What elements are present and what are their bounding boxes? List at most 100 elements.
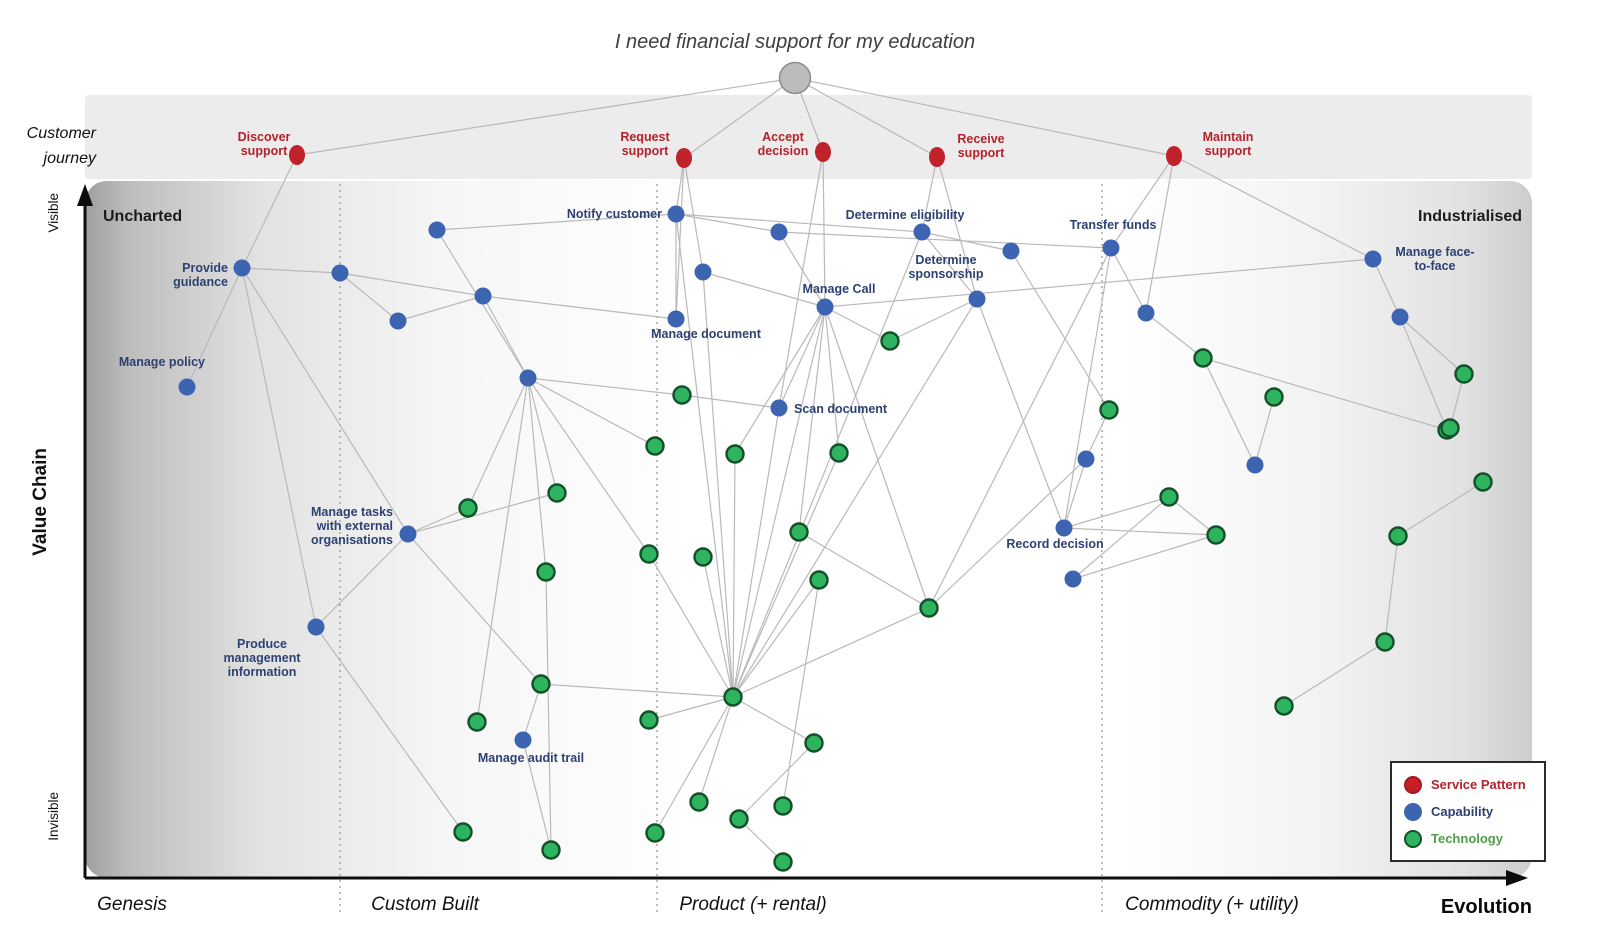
edge-manage-call--tech-25 bbox=[824, 306, 930, 609]
edge-cap-9--tech-14 bbox=[476, 377, 529, 723]
evolution-label: Evolution bbox=[1440, 896, 1532, 918]
node-receive-support bbox=[929, 147, 945, 167]
edge-user-need--maintain-support bbox=[794, 77, 1175, 157]
node-determine-eligibility bbox=[913, 223, 931, 241]
edge-cap-5--tech-18 bbox=[702, 271, 734, 698]
edge-accept-decision--manage-call bbox=[822, 151, 826, 308]
edge-determine-eligibility--tech-18 bbox=[732, 231, 923, 698]
node-tech-23 bbox=[645, 823, 665, 843]
label-transfer-funds: Transfer funds bbox=[1070, 218, 1157, 232]
edge-request-support--manage-document bbox=[675, 157, 685, 320]
edge-receive-support--determine-eligibility bbox=[921, 156, 938, 233]
edge-determine-sponsorship--tech-18 bbox=[732, 298, 978, 698]
node-tech-21 bbox=[729, 809, 749, 829]
edges-layer bbox=[186, 77, 1484, 863]
node-tech-29 bbox=[1159, 487, 1179, 507]
node-manage-face-to-face bbox=[1364, 250, 1382, 268]
edge-cap-7--tech-26 bbox=[1010, 250, 1110, 411]
edge-user-need--receive-support bbox=[794, 77, 938, 158]
edge-notify-customer--determine-eligibility bbox=[675, 213, 923, 233]
node-tech-16 bbox=[541, 840, 561, 860]
label-notify-customer: Notify customer bbox=[567, 207, 662, 221]
edge-receive-support--determine-sponsorship bbox=[936, 156, 978, 300]
edge-tech-18--tech-4 bbox=[732, 453, 736, 698]
node-user-need bbox=[778, 61, 812, 95]
node-tech-26 bbox=[1099, 400, 1119, 420]
edge-tech-29--tech-30 bbox=[1168, 496, 1217, 536]
node-manage-call bbox=[816, 298, 834, 316]
node-tech-14 bbox=[467, 712, 487, 732]
edge-provide-guidance--cap-1 bbox=[241, 267, 341, 274]
stage-label-custom-built: Custom Built bbox=[371, 894, 479, 915]
node-manage-tasks-external bbox=[399, 525, 417, 543]
edge-cap-11--tech-27 bbox=[1202, 357, 1256, 466]
node-tech-10 bbox=[547, 483, 567, 503]
legend-row-0: Service Pattern bbox=[1404, 771, 1544, 798]
value-chain-axis-arrow bbox=[77, 184, 93, 206]
node-tech-11 bbox=[458, 498, 478, 518]
edge-record-decision--cap-10 bbox=[1063, 458, 1087, 529]
label-manage-face-to-face: Manage face-to-face bbox=[1395, 245, 1474, 273]
edge-tech-19--tech-21 bbox=[738, 742, 815, 820]
node-tech-7 bbox=[639, 544, 659, 564]
node-cap-11 bbox=[1246, 456, 1264, 474]
edge-manage-call--manage-face-to-face bbox=[824, 258, 1374, 308]
edge-cap-8--tech-27 bbox=[1145, 312, 1204, 359]
label-record-decision: Record decision bbox=[1006, 537, 1103, 551]
edge-tech-18--tech-23 bbox=[654, 696, 734, 834]
edge-transfer-funds--tech-25 bbox=[928, 247, 1112, 609]
edge-manage-face-to-face--cap-13 bbox=[1372, 258, 1401, 318]
node-record-decision bbox=[1055, 519, 1073, 537]
label-manage-audit-trail: Manage audit trail bbox=[478, 751, 584, 765]
node-notify-customer bbox=[667, 205, 685, 223]
edge-tech-18--tech-9 bbox=[732, 579, 820, 698]
node-tech-30 bbox=[1206, 525, 1226, 545]
node-tech-36 bbox=[1440, 418, 1460, 438]
node-tech-5 bbox=[829, 443, 849, 463]
edge-produce-management-information--tech-15 bbox=[315, 626, 464, 833]
node-tech-34 bbox=[1274, 696, 1294, 716]
node-tech-22 bbox=[773, 796, 793, 816]
label-determine-eligibility: Determine eligibility bbox=[846, 208, 965, 222]
node-tech-4 bbox=[725, 444, 745, 464]
node-cap-7 bbox=[1002, 242, 1020, 260]
node-cap-13 bbox=[1391, 308, 1409, 326]
evolution-axis-arrow bbox=[1506, 870, 1528, 886]
edge-cap-9--tech-2 bbox=[527, 377, 683, 396]
node-manage-audit-trail bbox=[514, 731, 532, 749]
edge-tech-18--tech-19 bbox=[732, 696, 815, 744]
edge-cap-6--cap-9 bbox=[482, 295, 529, 379]
edge-cap-13--tech-32 bbox=[1399, 316, 1448, 431]
stage-label-genesis: Genesis bbox=[97, 894, 167, 915]
legend-row-1: Capability bbox=[1404, 798, 1544, 825]
edge-notify-customer--cap-4 bbox=[675, 213, 780, 233]
node-tech-37 bbox=[1473, 472, 1493, 492]
node-produce-management-information bbox=[307, 618, 325, 636]
node-cap-9 bbox=[519, 369, 537, 387]
edge-accept-decision--scan-document bbox=[778, 151, 824, 409]
edge-provide-guidance--manage-tasks-external bbox=[241, 267, 409, 535]
node-cap-10 bbox=[1077, 450, 1095, 468]
edge-notify-customer--tech-18 bbox=[675, 213, 734, 698]
node-tech-3 bbox=[645, 436, 665, 456]
edge-manage-audit-trail--tech-13 bbox=[522, 683, 542, 741]
edge-tech-18--tech-17 bbox=[648, 696, 734, 721]
edge-cap-2--cap-6 bbox=[397, 295, 484, 322]
edge-tech-18--tech-20 bbox=[698, 696, 734, 803]
edge-manage-call--tech-6 bbox=[798, 306, 826, 533]
edge-tech-6--tech-25 bbox=[798, 531, 930, 609]
node-accept-decision bbox=[815, 142, 831, 162]
edge-tech-27--tech-32 bbox=[1202, 357, 1448, 431]
node-tech-6 bbox=[789, 522, 809, 542]
edge-manage-call--tech-4 bbox=[734, 306, 826, 455]
node-tech-31 bbox=[1388, 526, 1408, 546]
